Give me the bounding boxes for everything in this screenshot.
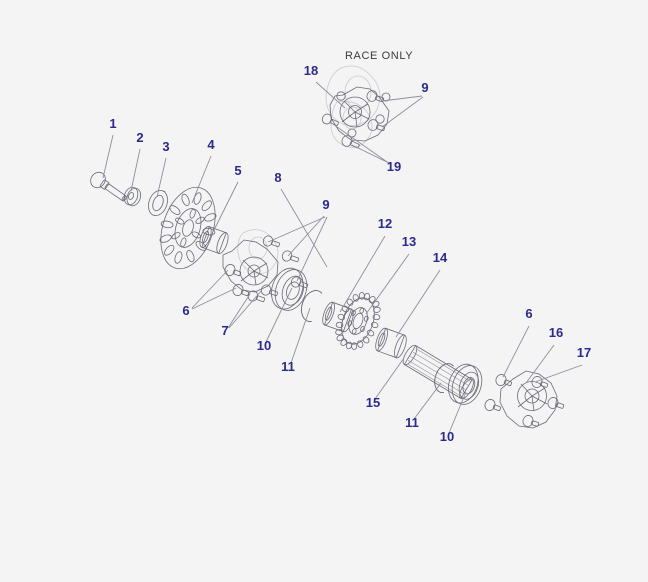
leader-line — [315, 81, 346, 109]
callout-11[interactable]: 11 — [281, 359, 295, 374]
leader-line — [290, 307, 311, 364]
leader-line — [267, 216, 326, 243]
callout-15[interactable]: 15 — [366, 395, 380, 410]
leader-line — [102, 134, 114, 179]
leader-line — [228, 289, 263, 329]
part-16-hub-carrier — [499, 370, 565, 429]
leader-line — [502, 325, 530, 378]
leader-line — [381, 95, 423, 102]
part-7-bolts — [247, 284, 279, 303]
leader-line — [534, 364, 583, 383]
part-2-conical-washer — [123, 186, 142, 207]
callout-5[interactable]: 5 — [234, 163, 241, 178]
part-4-brake-disc — [159, 186, 217, 270]
leader-line — [395, 269, 441, 338]
callout-6[interactable]: 6 — [182, 303, 189, 318]
leader-line — [191, 269, 229, 309]
callout-2[interactable]: 2 — [136, 130, 143, 145]
part-14-spacer-sleeve — [375, 327, 407, 359]
part-10-bearing-center — [271, 267, 308, 311]
leader-line — [213, 181, 239, 231]
leader-line — [191, 155, 212, 204]
leader-line — [448, 391, 467, 434]
callout-6[interactable]: 6 — [525, 306, 532, 321]
part-15-splined-axle-shaft — [402, 344, 474, 400]
leader-line — [191, 287, 237, 310]
part-18-race-hub-plate — [329, 86, 391, 142]
part-1-bolt — [90, 171, 127, 202]
leader-line — [227, 293, 251, 329]
leader-line — [130, 148, 141, 192]
leader-lines — [102, 81, 583, 434]
callout-9[interactable]: 9 — [421, 80, 428, 95]
part-8-bearing-carrier — [222, 229, 279, 293]
callout-1[interactable]: 1 — [109, 116, 116, 131]
part-13-sprocket — [335, 291, 381, 351]
callout-16[interactable]: 16 — [549, 325, 563, 340]
callout-10[interactable]: 10 — [440, 429, 454, 444]
leader-line — [287, 215, 325, 257]
leader-line — [339, 235, 386, 313]
callout-19[interactable]: 19 — [387, 159, 401, 174]
leader-line — [365, 253, 410, 315]
leader-line — [296, 216, 328, 282]
leader-line — [280, 188, 328, 268]
leader-line — [525, 344, 555, 384]
part-9-bolts-race — [366, 90, 386, 132]
part-6-bolts-right — [484, 374, 513, 412]
leader-line — [381, 96, 424, 128]
callout-4[interactable]: 4 — [207, 137, 215, 152]
part-5-spacer-collar — [199, 226, 229, 254]
part-10-bearing-right — [448, 363, 483, 405]
callout-17[interactable]: 17 — [577, 345, 591, 360]
leader-line — [351, 144, 392, 165]
part-11-circlip-center — [301, 290, 323, 322]
race-only-label: RACE ONLY — [345, 50, 413, 62]
part-6-bolts-left — [224, 264, 250, 297]
leader-line — [374, 357, 405, 400]
callout-10[interactable]: 10 — [257, 338, 271, 353]
leader-line — [329, 121, 391, 165]
race-only-ghost-assembly — [325, 65, 381, 148]
callout-11[interactable]: 11 — [405, 415, 419, 430]
leader-line — [413, 382, 442, 420]
callout-7[interactable]: 7 — [221, 323, 228, 338]
leader-line — [265, 287, 293, 343]
part-17-hub-carrier-bolt — [522, 376, 565, 427]
callout-9[interactable]: 9 — [322, 197, 329, 212]
leader-line — [156, 157, 167, 198]
callout-8[interactable]: 8 — [274, 170, 281, 185]
callout-14[interactable]: 14 — [433, 250, 448, 265]
callout-18[interactable]: 18 — [304, 63, 318, 78]
part-3-flat-washer — [148, 190, 168, 216]
callout-12[interactable]: 12 — [378, 216, 392, 231]
part-11-circlip-right — [434, 363, 454, 394]
callout-13[interactable]: 13 — [402, 234, 416, 249]
callout-3[interactable]: 3 — [162, 139, 169, 154]
